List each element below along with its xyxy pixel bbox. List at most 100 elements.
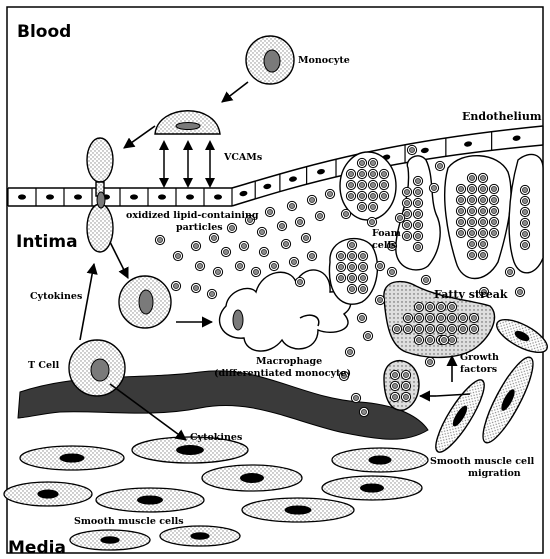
- adhering-monocyte: [155, 111, 220, 134]
- lipid-droplet: [336, 262, 345, 271]
- lipid-droplet: [478, 195, 487, 204]
- lipid-droplet: [467, 206, 476, 215]
- lipid-droplet: [456, 184, 465, 193]
- lipid-droplet: [447, 302, 456, 311]
- lipid-droplet: [346, 191, 355, 200]
- lipid-droplet: [413, 176, 422, 185]
- lipid-droplet: [469, 313, 478, 322]
- endothelial-nucleus: [289, 176, 298, 183]
- lipid-droplet: [489, 206, 498, 215]
- lipid-droplet: [467, 173, 476, 182]
- endothelium-label: Endothelium: [462, 110, 542, 123]
- lipid-droplet: [458, 313, 467, 322]
- lipid-droplet: [239, 241, 248, 250]
- lipid-droplet: [301, 233, 310, 242]
- lipid-droplet: [402, 231, 411, 240]
- lipid-droplet: [401, 392, 410, 401]
- lipid-droplet: [347, 251, 356, 260]
- smooth-muscle-nucleus: [37, 489, 58, 498]
- lipid-droplet: [520, 185, 529, 194]
- monocyte-cell: [246, 36, 294, 84]
- smooth-muscle-nucleus: [100, 536, 119, 544]
- smooth-muscle-nucleus: [137, 495, 163, 504]
- lipid-droplet: [379, 191, 388, 200]
- endothelial-nucleus: [186, 194, 194, 199]
- lipid-droplet: [401, 370, 410, 379]
- lipid-droplet: [478, 217, 487, 226]
- lipid-droplet: [413, 187, 422, 196]
- lipid-droplet: [395, 213, 404, 222]
- lipid-droplet: [209, 233, 218, 242]
- lipid-droplet: [520, 196, 529, 205]
- lipid-droplet: [402, 187, 411, 196]
- monocyte-label: Monocyte: [298, 55, 350, 66]
- endothelial-nucleus: [317, 168, 326, 175]
- lipid-droplet: [414, 324, 423, 333]
- lipid-droplet: [357, 169, 366, 178]
- lipid-droplet: [336, 273, 345, 282]
- smooth-muscle-nucleus: [190, 532, 209, 540]
- lipid-droplet: [456, 217, 465, 226]
- endothelial-nucleus: [512, 135, 521, 142]
- lipid-droplet: [351, 393, 360, 402]
- smooth-muscle-nucleus: [285, 505, 312, 514]
- lipid-droplet: [425, 302, 434, 311]
- lipid-droplet: [489, 217, 498, 226]
- lipid-droplet: [155, 235, 164, 244]
- lipid-droplet: [456, 228, 465, 237]
- lipid-droplet: [358, 273, 367, 282]
- lipid-droplet: [221, 247, 230, 256]
- macrophage-label-line2: (differentiated monocyte): [214, 368, 351, 379]
- t-cell-label: T Cell: [28, 360, 60, 371]
- lipid-droplet: [367, 217, 376, 226]
- smc-migration-label-line1: Smooth muscle cell: [430, 456, 535, 467]
- smooth-muscle-nucleus: [360, 483, 384, 492]
- blood-label: Blood: [17, 22, 71, 42]
- lipid-droplet: [421, 275, 430, 284]
- macrophage-label-line1: Macrophage: [256, 356, 322, 367]
- lipid-droplet: [447, 324, 456, 333]
- lipid-droplet: [368, 202, 377, 211]
- lipid-droplet: [469, 324, 478, 333]
- growth-label-line1: Growth: [460, 352, 499, 363]
- lipid-droplet: [456, 195, 465, 204]
- lipid-droplet: [478, 173, 487, 182]
- lipid-droplet: [287, 201, 296, 210]
- lipid-droplet: [447, 313, 456, 322]
- lipid-droplet: [346, 180, 355, 189]
- smooth-muscle-nucleus: [60, 453, 85, 462]
- vcams-label: VCAMs: [223, 152, 262, 163]
- lipid-droplet: [390, 381, 399, 390]
- lipid-droplet: [467, 217, 476, 226]
- lipid-droplet: [358, 284, 367, 293]
- lipid-droplet: [375, 295, 384, 304]
- lipid-droplet: [425, 324, 434, 333]
- lipid-droplet: [277, 221, 286, 230]
- lipid-droplet: [407, 145, 416, 154]
- lipid-droplet: [478, 206, 487, 215]
- lipid-droplet: [347, 273, 356, 282]
- lipid-droplet: [357, 202, 366, 211]
- lipid-droplet: [478, 250, 487, 259]
- lipid-droplet: [403, 313, 412, 322]
- endothelial-nucleus: [74, 194, 82, 199]
- endothelial-nucleus: [158, 194, 166, 199]
- foam-cell-edge: [509, 154, 543, 272]
- lipid-droplet: [489, 184, 498, 193]
- lipid-droplet: [379, 180, 388, 189]
- lipid-droplet: [413, 231, 422, 240]
- t-cell: [69, 340, 125, 396]
- lipid-droplet: [368, 158, 377, 167]
- lipid-droplet: [191, 241, 200, 250]
- lipid-droplet: [520, 229, 529, 238]
- lipid-droplet: [368, 191, 377, 200]
- lipid-droplet: [436, 313, 445, 322]
- lipid-droplet: [436, 324, 445, 333]
- lipid-droplet: [458, 324, 467, 333]
- lipid-droplet: [402, 198, 411, 207]
- lipid-droplet: [401, 381, 410, 390]
- lipid-droplet: [436, 302, 445, 311]
- lipid-droplet: [307, 251, 316, 260]
- lipid-droplet: [467, 184, 476, 193]
